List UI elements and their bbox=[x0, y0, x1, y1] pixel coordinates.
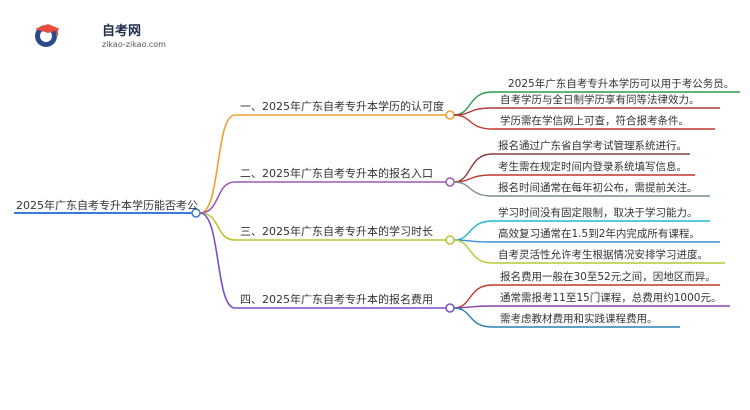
logo-title: 自考网 bbox=[102, 24, 142, 39]
leaf-label: 学习时间没有固定限制，取决于学习能力。 bbox=[498, 207, 698, 219]
leaf-connector bbox=[453, 220, 493, 241]
leaf-connector bbox=[453, 174, 493, 183]
leaf-label: 2025年广东自考专升本学历可以用于考公务员。 bbox=[508, 78, 735, 90]
branch-connector bbox=[199, 114, 236, 214]
leaf-connector bbox=[453, 239, 493, 264]
leaf-connector bbox=[453, 307, 493, 328]
leaf-label: 报名通过广东省自学考试管理系统进行。 bbox=[498, 140, 687, 152]
leaf-connector bbox=[453, 181, 493, 197]
branch-connector bbox=[199, 212, 236, 309]
branch-node-dot bbox=[445, 303, 455, 313]
branch-label: 三、2025年广东自考专升本的学习时长 bbox=[240, 225, 433, 238]
logo: 自考网 zikao-zikao.com bbox=[32, 18, 182, 54]
branch-node-dot bbox=[445, 110, 455, 120]
branch-label: 一、2025年广东自考专升本学历的认可度 bbox=[240, 100, 444, 113]
leaf-label: 高效复习通常在1.5到2年内完成所有课程。 bbox=[498, 228, 700, 240]
leaf-connector bbox=[453, 114, 493, 130]
leaf-label: 自考学历与全日制学历享有同等法律效力。 bbox=[500, 94, 700, 106]
leaf-connector bbox=[453, 284, 493, 309]
leaf-label: 报名费用一般在30至52元之间，因地区而异。 bbox=[500, 271, 716, 283]
leaf-label: 考生需在规定时间内登录系统填写信息。 bbox=[498, 161, 687, 173]
leaf-label: 需考虑教材费用和实践课程费用。 bbox=[500, 313, 658, 325]
leaf-connector bbox=[453, 91, 493, 116]
branch-connector bbox=[199, 212, 236, 241]
branch-label: 四、2025年广东自考专升本的报名费用 bbox=[240, 293, 433, 306]
leaf-label: 学历需在学信网上可查，符合报考条件。 bbox=[500, 115, 689, 127]
branch-node-dot bbox=[445, 177, 455, 187]
branch-connector bbox=[199, 181, 236, 214]
leaf-connector bbox=[453, 107, 493, 116]
branch-node-dot bbox=[445, 235, 455, 245]
root-topic: 2025年广东自考专升本学历能否考公 bbox=[16, 199, 198, 212]
logo-subtitle: zikao-zikao.com bbox=[102, 40, 166, 49]
leaf-label: 报名时间通常在每年初公布，需提前关注。 bbox=[498, 182, 698, 194]
logo-graduation-cap-icon bbox=[35, 24, 60, 47]
leaf-label: 通常需报考11至15门课程，总费用约1000元。 bbox=[500, 292, 722, 304]
branch-label: 二、2025年广东自考专升本的报名入口 bbox=[240, 167, 433, 180]
leaf-label: 自考灵活性允许考生根据情况安排学习进度。 bbox=[498, 249, 708, 261]
